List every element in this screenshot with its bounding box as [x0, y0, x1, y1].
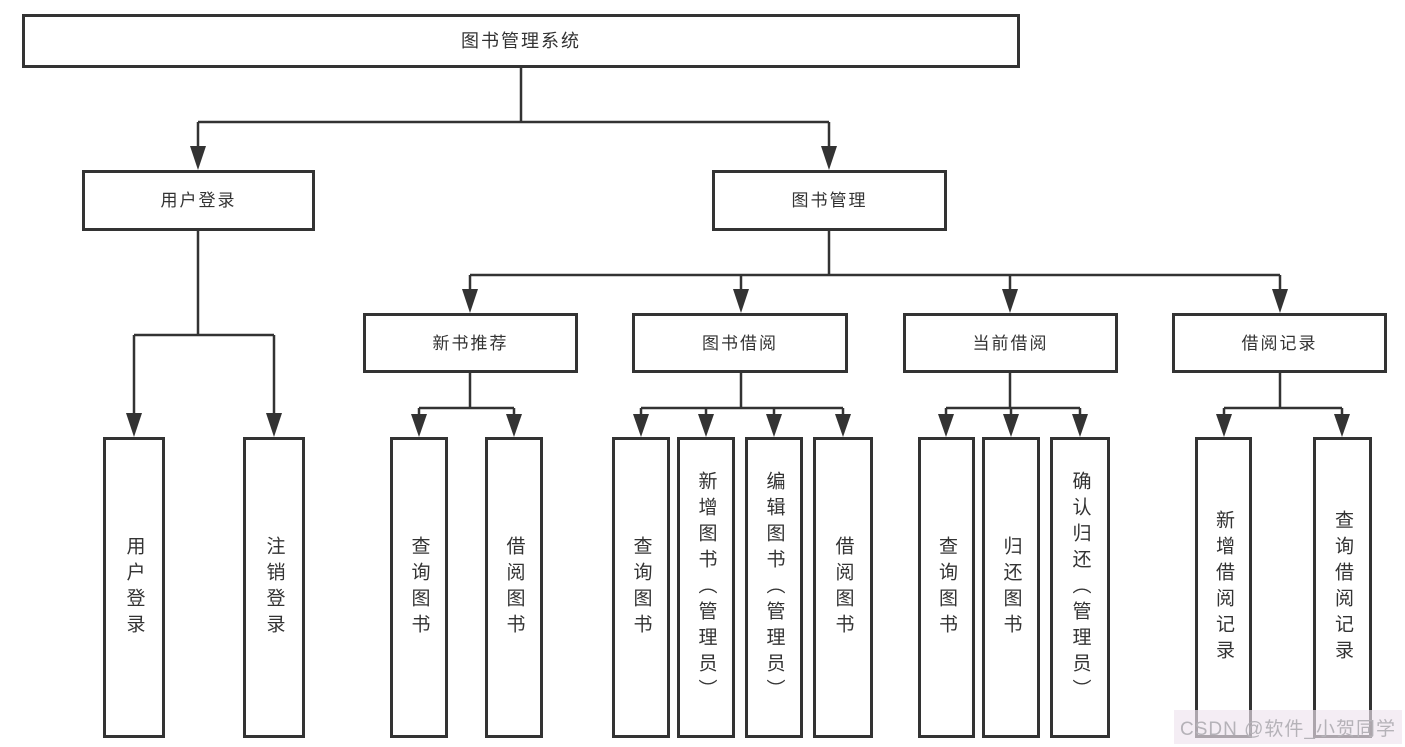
leaf-borrow-books: 借阅图书 [813, 437, 873, 738]
node-borrowing-records: 借阅记录 [1172, 313, 1387, 373]
node-book-borrowing: 图书借阅 [632, 313, 848, 373]
leaf-edit-books-admin: 编辑图书（管理员） [745, 437, 803, 738]
node-new-book-recommendation: 新书推荐 [363, 313, 578, 373]
node-library-management-system: 图书管理系统 [22, 14, 1020, 68]
leaf-user-login: 用户登录 [103, 437, 165, 738]
node-user-login: 用户登录 [82, 170, 315, 231]
csdn-watermark: CSDN @软件_小贺同学 [1174, 710, 1402, 744]
leaf-return-books: 归还图书 [982, 437, 1040, 738]
leaf-confirm-return-admin: 确认归还（管理员） [1050, 437, 1110, 738]
leaf-query-borrow-record: 查询借阅记录 [1313, 437, 1372, 738]
leaf-add-borrow-record: 新增借阅记录 [1195, 437, 1252, 738]
node-current-borrowing: 当前借阅 [903, 313, 1118, 373]
leaf-query-books-recommend: 查询图书 [390, 437, 448, 738]
node-book-management: 图书管理 [712, 170, 947, 231]
leaf-query-books-current: 查询图书 [918, 437, 975, 738]
leaf-add-books-admin: 新增图书（管理员） [677, 437, 735, 738]
leaf-logout: 注销登录 [243, 437, 305, 738]
leaf-query-books-borrowing: 查询图书 [612, 437, 670, 738]
leaf-borrow-books-recommend: 借阅图书 [485, 437, 543, 738]
